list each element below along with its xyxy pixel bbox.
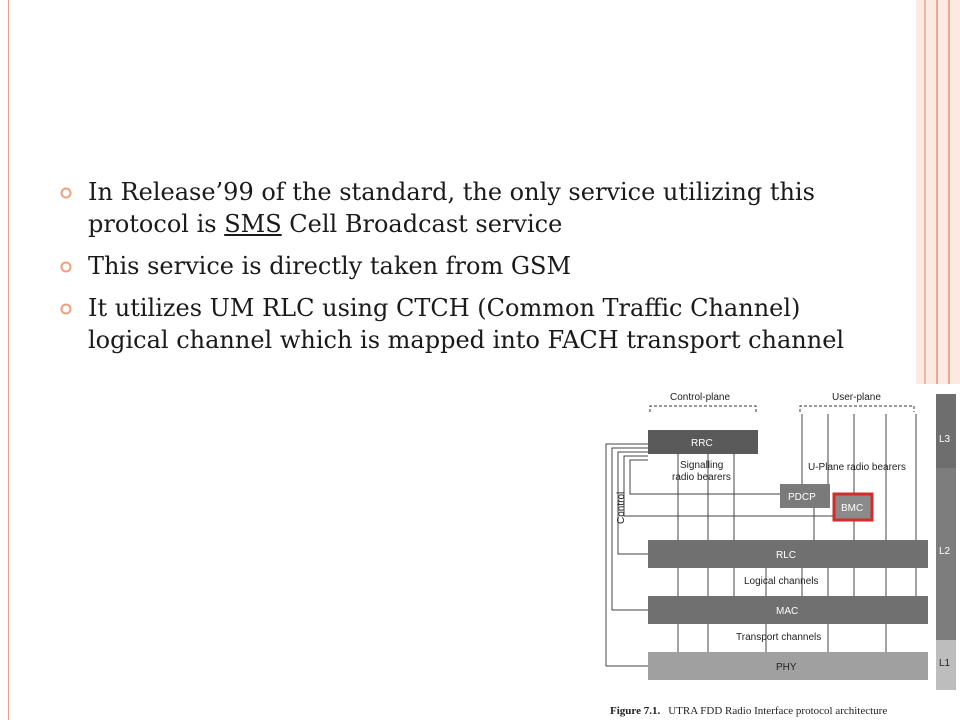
bmc-label: BMC [841,503,863,514]
mac-label: MAC [776,606,798,617]
bullet-item: This service is directly taken from GSM [60,250,860,282]
pdcp-box [780,484,830,508]
sms-link[interactable]: SMS [224,210,282,238]
rrc-box [648,430,758,454]
user-plane-label: User-plane [832,392,881,403]
figure-caption: Figure 7.1. UTRA FDD Radio Interface prot… [610,705,887,717]
bullet-text: It utilizes UM RLC using CTCH (Common Tr… [88,294,845,354]
user-plane-bracket [799,405,915,412]
bullet-text: This service is directly taken from GSM [88,252,572,280]
bullet-text: In Release’99 of the standard, the only … [88,178,815,238]
layer-l3-segment [936,394,956,468]
rlc-box [648,540,928,568]
layer-l1-segment [936,640,956,690]
control-plane-label: Control-plane [670,392,730,403]
bullet-list: In Release’99 of the standard, the only … [60,176,860,366]
pdcp-label: PDCP [788,492,816,503]
slide-frame-left [8,0,9,720]
channel-lines [677,414,917,652]
caption-number: Figure 7.1. [610,705,660,717]
layer-l1-label: L1 [939,658,951,669]
rlc-label: RLC [776,550,796,561]
phy-label: PHY [776,662,797,673]
bullet-item: In Release’99 of the standard, the only … [60,176,860,240]
uplane-bearers-label: U-Plane radio bearers [808,462,906,473]
layer-l2-label: L2 [939,546,951,557]
signalling-label-2: radio bearers [672,472,731,483]
bullet-icon [60,187,72,199]
mac-box [648,596,928,624]
phy-box [648,652,928,680]
protocol-architecture-figure: L3 L2 L1 Control-plane User-plane [596,384,960,720]
bullet-icon [60,261,72,273]
layer-l3-label: L3 [939,434,951,445]
control-plane-bracket [649,405,757,412]
signalling-label-1: Signalling [680,460,723,471]
caption-text: UTRA FDD Radio Interface protocol archit… [668,705,887,717]
bullet-icon [60,303,72,315]
bmc-box [832,492,874,522]
logical-channels-label: Logical channels [744,576,819,587]
control-lines [605,443,836,667]
transport-channels-label: Transport channels [736,632,821,643]
bullet-item: It utilizes UM RLC using CTCH (Common Tr… [60,292,860,356]
rrc-label: RRC [691,438,713,449]
control-label: Control [616,492,627,524]
bullet-text: Cell Broadcast service [281,210,563,238]
